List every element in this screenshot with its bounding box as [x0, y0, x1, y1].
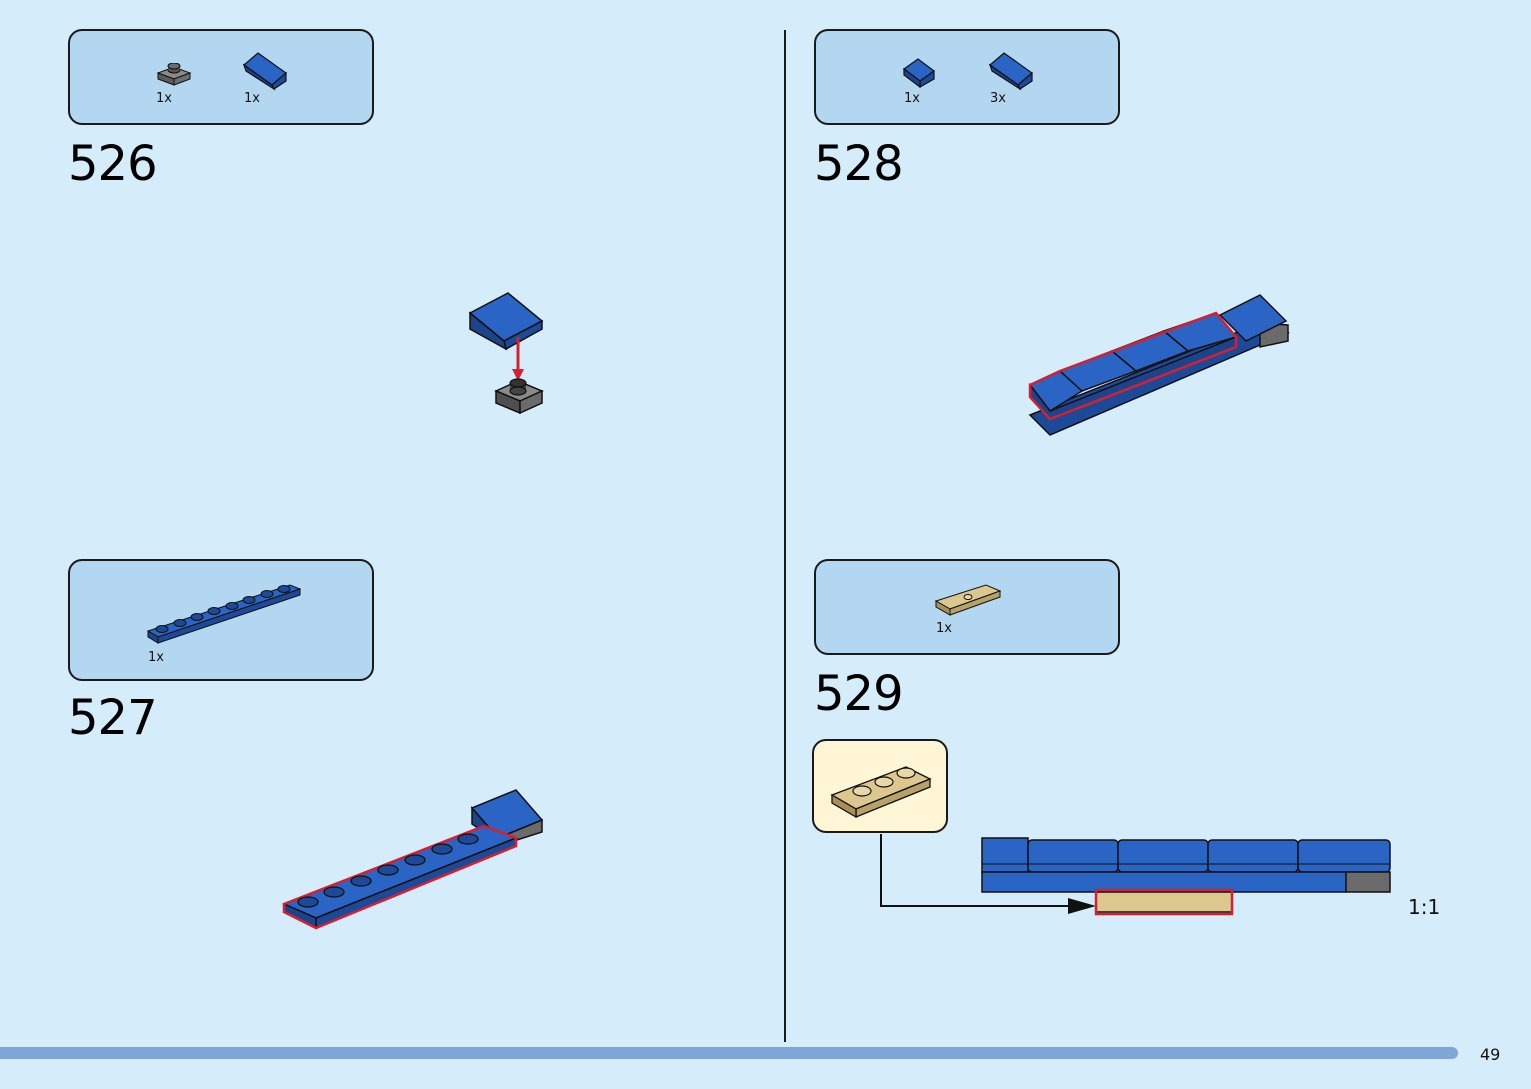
step-number-528: 528	[814, 136, 904, 192]
parts-box-step-528: 1x 3x	[814, 29, 1120, 125]
dark-gray-plate-part-icon	[156, 63, 192, 86]
part-qty-528-a: 1x	[904, 91, 920, 106]
parts-box-step-527: 1x	[68, 559, 374, 681]
progress-bar	[0, 1047, 1458, 1059]
part-qty-529-a: 1x	[936, 621, 952, 636]
part-qty-528-b: 3x	[990, 91, 1006, 106]
page-number: 49	[1480, 1045, 1501, 1064]
part-qty-526-b: 1x	[244, 91, 260, 106]
parts-box-step-526: 1x 1x	[68, 29, 374, 125]
blue-plate-1x8-part-icon	[146, 584, 302, 644]
page-divider	[784, 30, 786, 1042]
scale-label: 1:1	[1408, 895, 1441, 919]
step-number-527: 527	[68, 690, 158, 746]
tan-plate-three-studs-icon	[830, 766, 932, 819]
blue-slope-part-icon-528	[988, 52, 1033, 91]
step-number-526: 526	[68, 136, 158, 192]
part-qty-526-a: 1x	[156, 91, 172, 106]
blue-small-slope-part-icon	[902, 58, 936, 89]
step-number-529: 529	[814, 666, 904, 722]
step-527-illustration	[282, 789, 544, 930]
callout-tan-plate-detail	[812, 739, 948, 833]
step-526-illustration	[468, 292, 544, 415]
tan-plate-part-icon	[934, 584, 1002, 616]
blue-slope-part-icon	[242, 52, 287, 91]
step-529-illustration	[880, 834, 1391, 916]
step-528-illustration	[1028, 294, 1291, 436]
parts-box-step-529: 1x	[814, 559, 1120, 655]
part-qty-527-a: 1x	[148, 650, 164, 665]
